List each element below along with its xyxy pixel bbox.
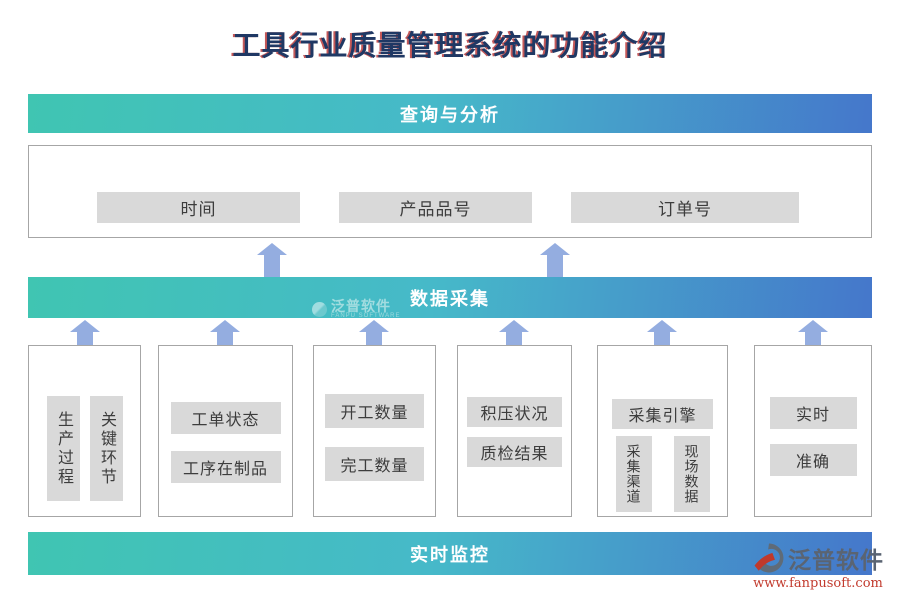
banner-query-analysis: 查询与分析 (28, 94, 872, 133)
list-item: 完工数量 (325, 447, 424, 481)
group-quality-status: 积压状况 质检结果 (457, 345, 572, 517)
list-item: 准确 (769, 444, 857, 476)
group-collection-engine: 采集引擎 采集渠道 现场数据 (597, 345, 728, 517)
up-arrow-icon (798, 320, 828, 348)
list-item: 积压状况 (467, 397, 562, 427)
banner-monitor-label: 实时监控 (410, 544, 490, 565)
up-arrow-icon (647, 320, 677, 348)
query-fields-panel: 时间 产品品号 订单号 (28, 145, 872, 238)
list-item: 质检结果 (467, 437, 562, 467)
list-item: 采集渠道 (615, 436, 652, 512)
up-arrow-icon (257, 243, 287, 277)
fanpu-logo-url: www.fanpusoft.com (753, 576, 883, 591)
up-arrow-icon (359, 320, 389, 348)
group-production-process: 生产过程 关键环节 (28, 345, 141, 517)
page-title: 工具行业质量管理系统的功能介绍 (232, 29, 668, 62)
list-item: 关键环节 (89, 396, 123, 501)
group-realtime-accurate: 实时 准确 (754, 345, 872, 517)
fanpu-logo-text: 泛普软件 (788, 547, 884, 573)
query-field-time: 时间 (97, 192, 300, 223)
list-item: 实时 (769, 397, 857, 429)
banner-data-collection: 数据采集 (28, 277, 872, 318)
query-field-order-no: 订单号 (571, 192, 799, 223)
banner-realtime-monitor: 实时监控 (28, 532, 872, 575)
up-arrow-icon (499, 320, 529, 348)
list-item: 开工数量 (325, 394, 424, 428)
query-field-product-no: 产品品号 (339, 192, 532, 223)
fanpu-logo: 泛普软件 www.fanpusoft.com (752, 541, 884, 591)
list-item: 采集引擎 (612, 399, 713, 429)
group-quantities: 开工数量 完工数量 (313, 345, 436, 517)
banner-collect-label: 数据采集 (410, 288, 490, 309)
banner-query-label: 查询与分析 (400, 104, 500, 125)
list-item: 生产过程 (46, 396, 80, 501)
list-item: 工序在制品 (170, 451, 281, 483)
list-item: 工单状态 (170, 402, 281, 434)
up-arrow-icon (540, 243, 570, 277)
up-arrow-icon (210, 320, 240, 348)
group-work-order: 工单状态 工序在制品 (158, 345, 293, 517)
up-arrow-icon (70, 320, 100, 348)
list-item: 现场数据 (673, 436, 710, 512)
fanpu-logo-icon (754, 543, 784, 573)
